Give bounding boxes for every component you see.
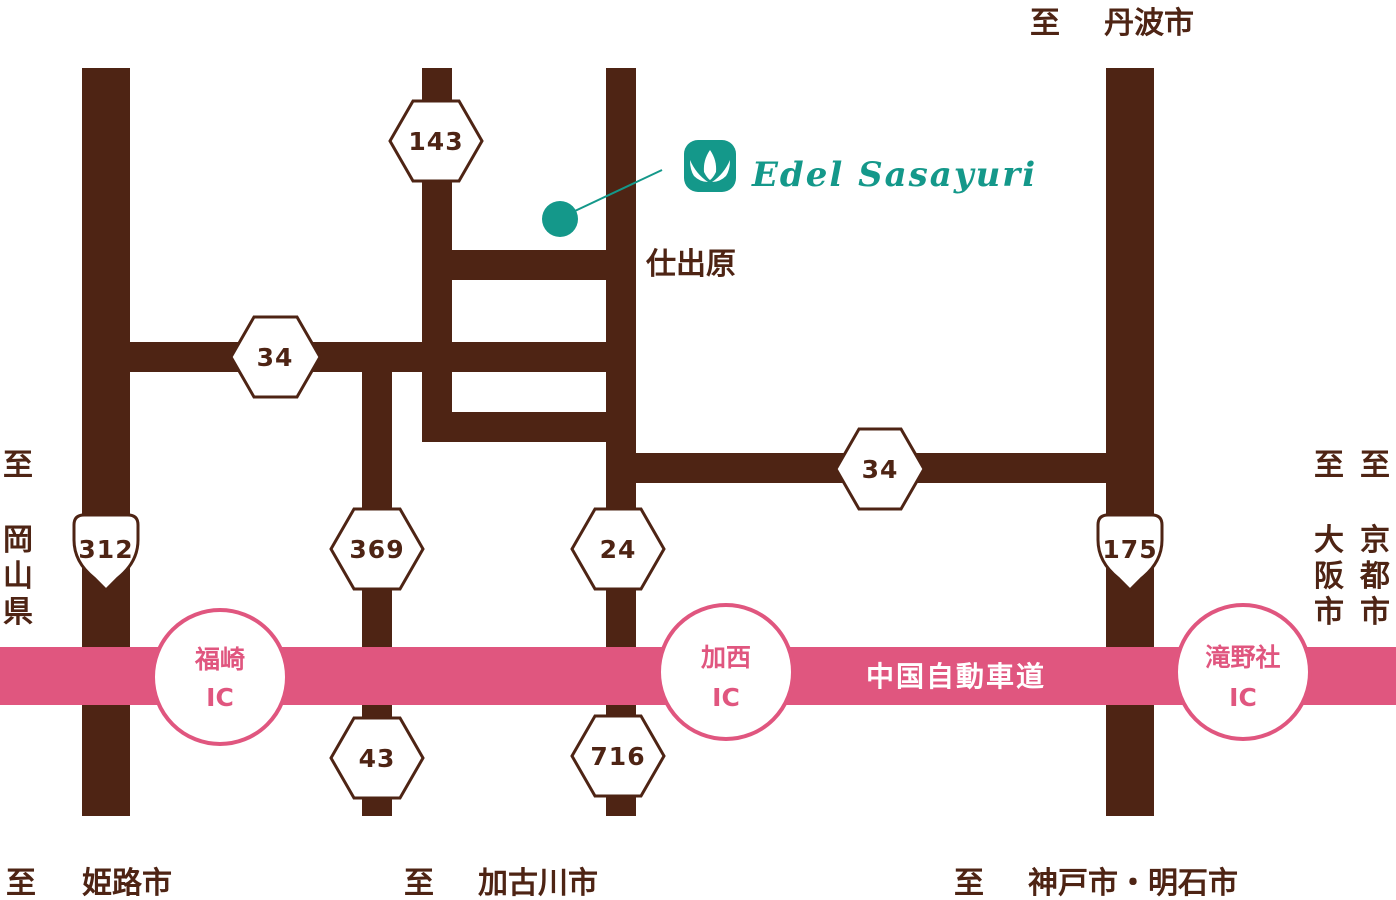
destination-marker (542, 201, 578, 237)
badge-route-34-west-label: 34 (257, 343, 294, 372)
badge-route-24: 24 (570, 507, 666, 591)
shield-route-312: 312 (72, 513, 140, 593)
direction-tamba-place: 丹波市 (1104, 6, 1194, 41)
badge-route-43-label: 43 (359, 744, 396, 773)
expressway-name: 中国自動車道 (866, 660, 1046, 693)
direction-himeji-place: 姫路市 (82, 866, 172, 900)
badge-route-143: 143 (388, 99, 484, 183)
direction-kyoto-place: 京都市 (1359, 523, 1390, 630)
ic-kasai: 加西 IC (657, 603, 795, 741)
direction-okayama-to: 至 (3, 448, 33, 483)
ic-takino: 滝野社 IC (1174, 603, 1312, 741)
road-route-34-west (82, 342, 636, 372)
direction-okayama-place: 岡山県 (3, 523, 33, 630)
leader-line (559, 169, 663, 219)
locality-label: 仕出原 (645, 247, 736, 282)
logo-wordmark: Edel Sasayuri (751, 155, 1037, 195)
direction-kobe-place: 神戸市・明石市 (1028, 866, 1238, 900)
road-lower-connector (422, 412, 636, 442)
badge-route-369-label: 369 (349, 535, 404, 564)
direction-kyoto: 至 京都市 (1359, 448, 1390, 630)
badge-route-369: 369 (329, 507, 425, 591)
ic-fukusaki: 福崎 IC (151, 608, 289, 746)
lily-emblem-icon (684, 140, 736, 192)
badge-route-34-east: 34 (834, 427, 926, 511)
road-upper-connector (422, 250, 636, 280)
badge-route-24-label: 24 (600, 535, 637, 564)
ic-takino-name: 滝野社 (1205, 643, 1280, 672)
ic-kasai-label: IC (712, 683, 740, 712)
direction-himeji: 至 姫路市 (6, 866, 172, 900)
direction-osaka: 至 大阪市 (1314, 448, 1344, 630)
ic-fukusaki-label: IC (206, 683, 234, 712)
badge-route-143-label: 143 (408, 127, 463, 156)
badge-route-34-east-label: 34 (862, 455, 899, 484)
shield-route-175: 175 (1096, 513, 1164, 593)
direction-kakogawa-place: 加古川市 (478, 866, 598, 900)
ic-kasai-name: 加西 (700, 643, 751, 672)
direction-kyoto-to: 至 (1360, 448, 1390, 483)
direction-kobe-to: 至 (954, 866, 984, 900)
badge-route-43: 43 (329, 716, 425, 800)
direction-tamba: 至 丹波市 (1030, 6, 1194, 41)
badge-route-716: 716 (570, 714, 666, 798)
direction-kobe: 至 神戸市・明石市 (954, 866, 1238, 900)
direction-tamba-to: 至 (1030, 6, 1060, 41)
direction-kakogawa: 至 加古川市 (404, 866, 598, 900)
ic-takino-label: IC (1229, 683, 1257, 712)
direction-himeji-to: 至 (6, 866, 36, 900)
direction-osaka-place: 大阪市 (1314, 523, 1344, 630)
direction-kakogawa-to: 至 (404, 866, 434, 900)
badge-route-34-west: 34 (229, 315, 322, 399)
badge-route-716-label: 716 (590, 742, 645, 771)
direction-okayama: 至 岡山県 (3, 448, 33, 630)
shield-route-312-label: 312 (78, 535, 133, 564)
shield-route-175-label: 175 (1102, 535, 1157, 564)
ic-fukusaki-name: 福崎 (194, 645, 245, 674)
direction-osaka-to: 至 (1314, 448, 1344, 483)
